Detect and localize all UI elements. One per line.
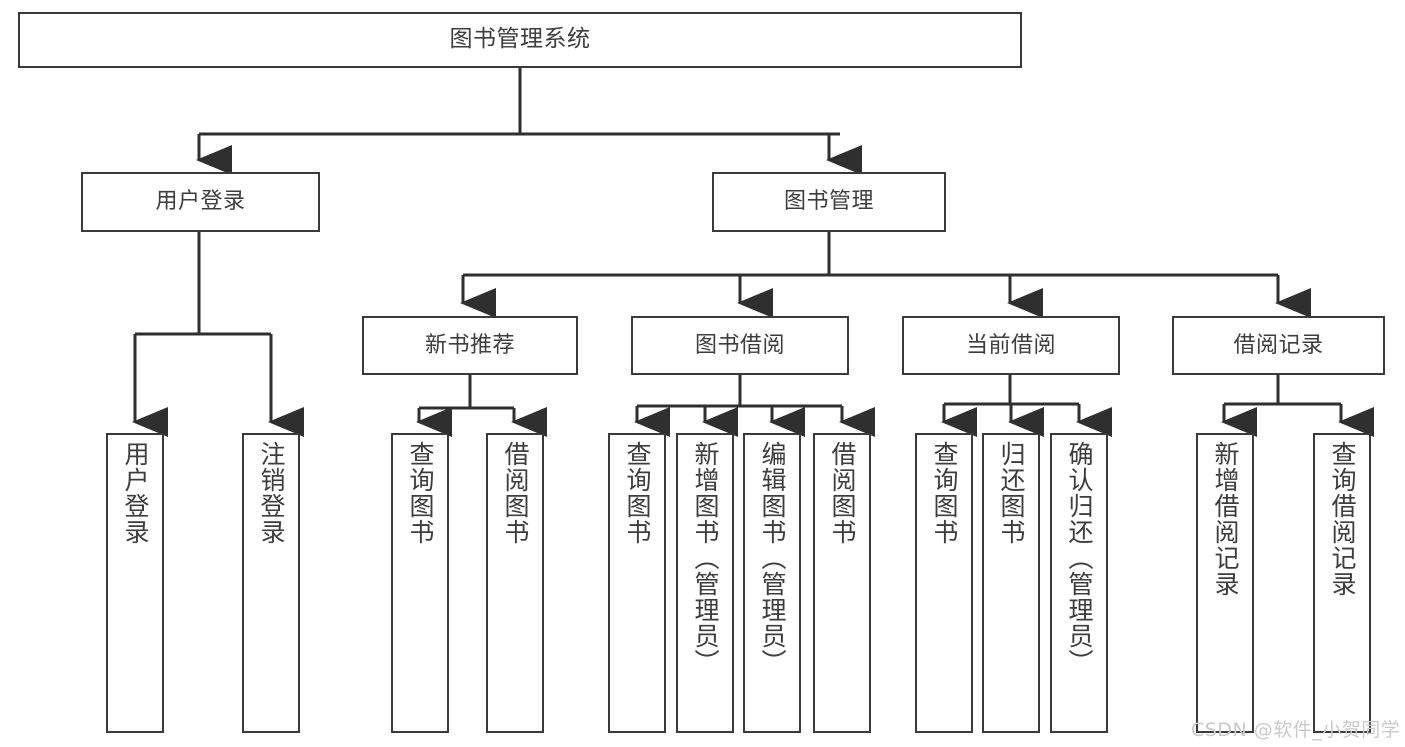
node-leaf-edit-book-admin[interactable]: 编辑图书（管理员） [743,433,801,733]
node-leaf-add-book-admin-label: 新增图书（管理员） [691,441,720,675]
node-borrow-record[interactable]: 借阅记录 [1172,316,1385,375]
node-new-book-recommend-label: 新书推荐 [424,332,515,358]
node-leaf-query-book-1[interactable]: 查询图书 [391,433,449,733]
node-current-borrow-label: 当前借阅 [965,332,1056,358]
node-leaf-query-book-2[interactable]: 查询图书 [608,433,666,733]
node-root-label: 图书管理系统 [449,26,591,53]
node-leaf-borrow-book-1-label: 借阅图书 [501,441,530,545]
node-leaf-borrow-book-2-label: 借阅图书 [828,441,857,545]
node-leaf-query-book-3[interactable]: 查询图书 [915,433,973,733]
node-leaf-query-borrow-record[interactable]: 查询借阅记录 [1313,433,1371,733]
node-leaf-borrow-book-1[interactable]: 借阅图书 [486,433,544,733]
node-leaf-return-book[interactable]: 归还图书 [982,433,1040,733]
node-book-manage-label: 图书管理 [783,189,874,215]
node-leaf-logout-login-label: 注销登录 [257,441,286,545]
node-leaf-user-login[interactable]: 用户登录 [106,433,164,733]
node-leaf-logout-login[interactable]: 注销登录 [242,433,300,733]
node-leaf-query-book-2-label: 查询图书 [623,441,652,545]
node-leaf-query-book-1-label: 查询图书 [406,441,435,545]
node-leaf-return-book-label: 归还图书 [997,441,1026,545]
csdn-watermark: CSDN @软件_小贺同学 [1191,719,1401,741]
node-new-book-recommend[interactable]: 新书推荐 [362,316,578,375]
node-leaf-query-book-3-label: 查询图书 [930,441,959,545]
node-book-borrow-label: 图书借阅 [694,332,785,358]
node-leaf-add-borrow-record-label: 新增借阅记录 [1211,441,1240,597]
node-leaf-user-login-label: 用户登录 [121,441,150,545]
node-leaf-confirm-return-admin-label: 确认归还（管理员） [1065,441,1094,675]
node-leaf-add-book-admin[interactable]: 新增图书（管理员） [676,433,734,733]
node-current-borrow[interactable]: 当前借阅 [902,316,1120,375]
node-book-manage[interactable]: 图书管理 [712,172,946,232]
node-leaf-query-borrow-record-label: 查询借阅记录 [1328,441,1357,597]
node-user-login-label: 用户登录 [155,189,246,215]
node-leaf-borrow-book-2[interactable]: 借阅图书 [813,433,871,733]
node-user-login[interactable]: 用户登录 [81,172,320,232]
node-leaf-confirm-return-admin[interactable]: 确认归还（管理员） [1050,433,1108,733]
node-leaf-edit-book-admin-label: 编辑图书（管理员） [758,441,787,675]
node-book-borrow[interactable]: 图书借阅 [631,316,849,375]
node-borrow-record-label: 借阅记录 [1233,332,1324,358]
node-leaf-add-borrow-record[interactable]: 新增借阅记录 [1196,433,1254,733]
node-root[interactable]: 图书管理系统 [18,12,1022,68]
